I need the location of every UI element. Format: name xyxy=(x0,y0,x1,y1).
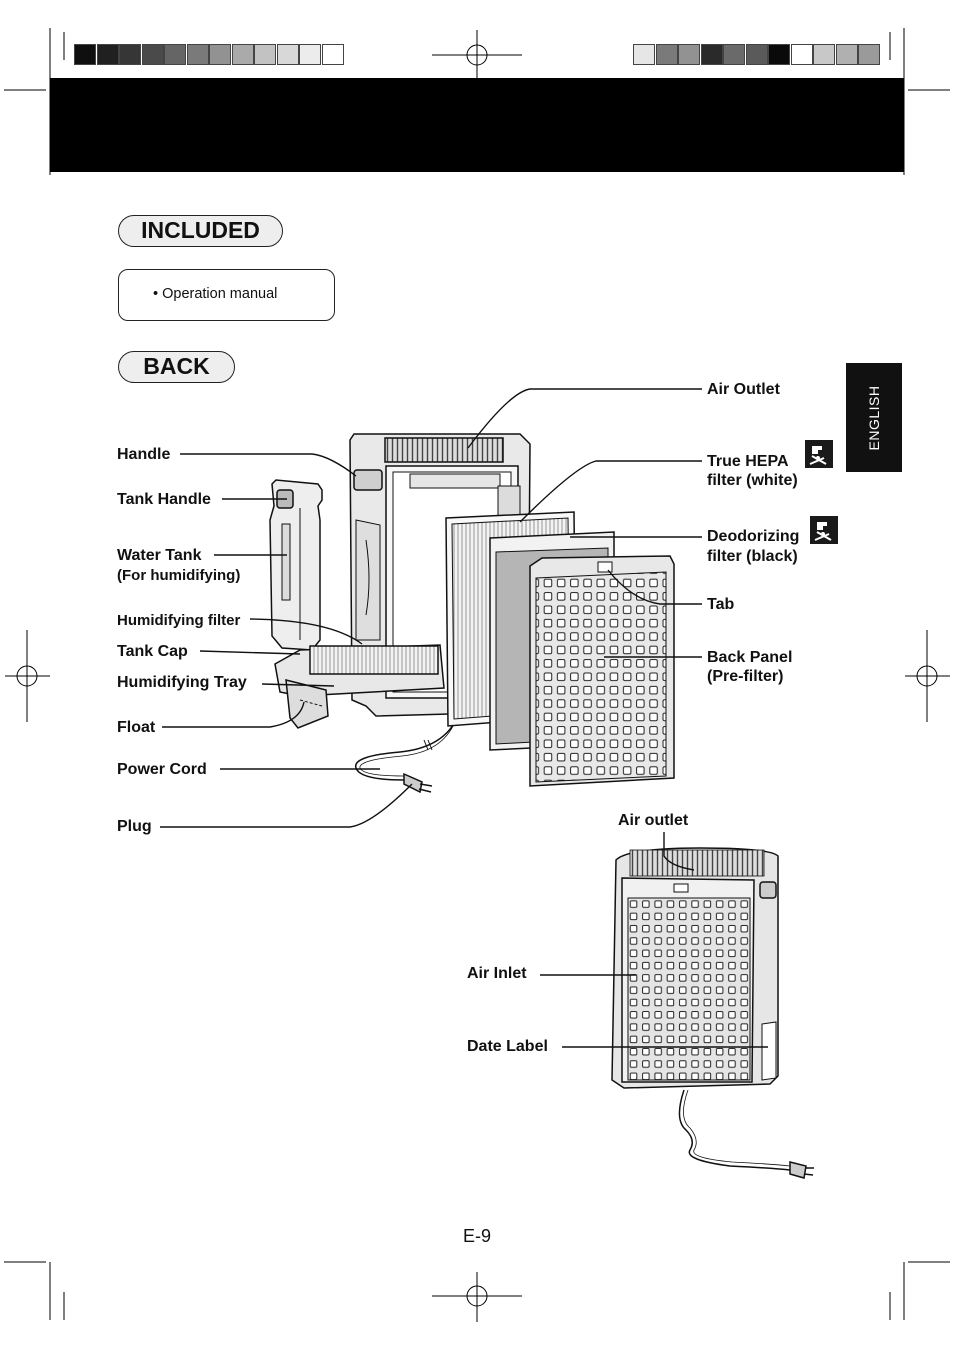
color-swatch xyxy=(790,44,813,65)
color-swatch xyxy=(254,44,276,65)
label-handle: Handle xyxy=(117,446,171,463)
label-humidifying-filter: Humidifying filter xyxy=(117,612,241,629)
label-tank-cap: Tank Cap xyxy=(117,643,188,660)
color-swatch xyxy=(231,44,254,65)
color-swatch xyxy=(96,44,119,65)
label-back-panel-1: Back Panel xyxy=(707,649,793,666)
back-heading: BACK xyxy=(118,351,235,383)
color-swatch xyxy=(700,44,723,65)
humidifying-tray xyxy=(274,644,445,729)
color-swatch xyxy=(835,44,858,65)
power-cord xyxy=(355,721,456,794)
included-heading-text: INCLUDED xyxy=(141,217,260,243)
language-tab: ENGLISH xyxy=(846,363,902,472)
color-swatch xyxy=(858,44,880,65)
included-heading: INCLUDED xyxy=(118,215,283,247)
color-swatch xyxy=(723,44,745,65)
color-swatch xyxy=(74,44,96,65)
label-humidifying-tray: Humidifying Tray xyxy=(117,674,247,691)
color-swatch xyxy=(655,44,678,65)
color-swatch xyxy=(276,44,299,65)
assembled-cord xyxy=(678,1089,814,1179)
water-tank xyxy=(269,479,323,651)
color-swatch xyxy=(745,44,768,65)
crop-marks xyxy=(4,28,950,1322)
header-band xyxy=(50,78,904,172)
no-wash-icon xyxy=(805,440,833,468)
label-back-panel-2: (Pre-filter) xyxy=(707,668,784,685)
label-deodorizing-2: filter (black) xyxy=(707,548,798,565)
color-swatch xyxy=(119,44,141,65)
label-true-hepa-2: filter (white) xyxy=(707,472,798,489)
color-swatch xyxy=(321,44,344,65)
color-swatch xyxy=(633,44,655,65)
included-box: • Operation manual xyxy=(118,269,335,321)
back-panel xyxy=(529,555,675,787)
color-swatch xyxy=(209,44,231,65)
back-heading-text: BACK xyxy=(143,353,210,379)
no-wash-icon xyxy=(810,516,838,544)
assembled-unit xyxy=(611,847,779,1089)
color-swatch xyxy=(299,44,321,65)
color-swatch xyxy=(141,44,164,65)
leader-lines xyxy=(160,388,768,1048)
color-swatch xyxy=(186,44,209,65)
label-float: Float xyxy=(117,719,156,736)
color-swatch xyxy=(813,44,835,65)
label-deodorizing-1: Deodorizing xyxy=(707,528,800,545)
label-tank-handle: Tank Handle xyxy=(117,491,211,508)
page-number: E-9 xyxy=(463,1226,492,1246)
label-power-cord: Power Cord xyxy=(117,761,207,778)
label-assembled-air-outlet: Air outlet xyxy=(618,812,689,829)
color-swatch xyxy=(164,44,186,65)
included-item: • Operation manual xyxy=(153,286,278,302)
label-date-label: Date Label xyxy=(467,1038,548,1055)
color-swatch xyxy=(678,44,700,65)
label-water-tank: Water Tank xyxy=(117,547,202,564)
label-plug: Plug xyxy=(117,818,152,835)
label-true-hepa-1: True HEPA xyxy=(707,453,789,470)
color-swatch xyxy=(768,44,790,65)
label-tab: Tab xyxy=(707,596,735,613)
label-air-inlet: Air Inlet xyxy=(467,965,527,982)
label-water-tank-note: (For humidifying) xyxy=(117,567,241,584)
label-air-outlet: Air Outlet xyxy=(707,381,780,398)
